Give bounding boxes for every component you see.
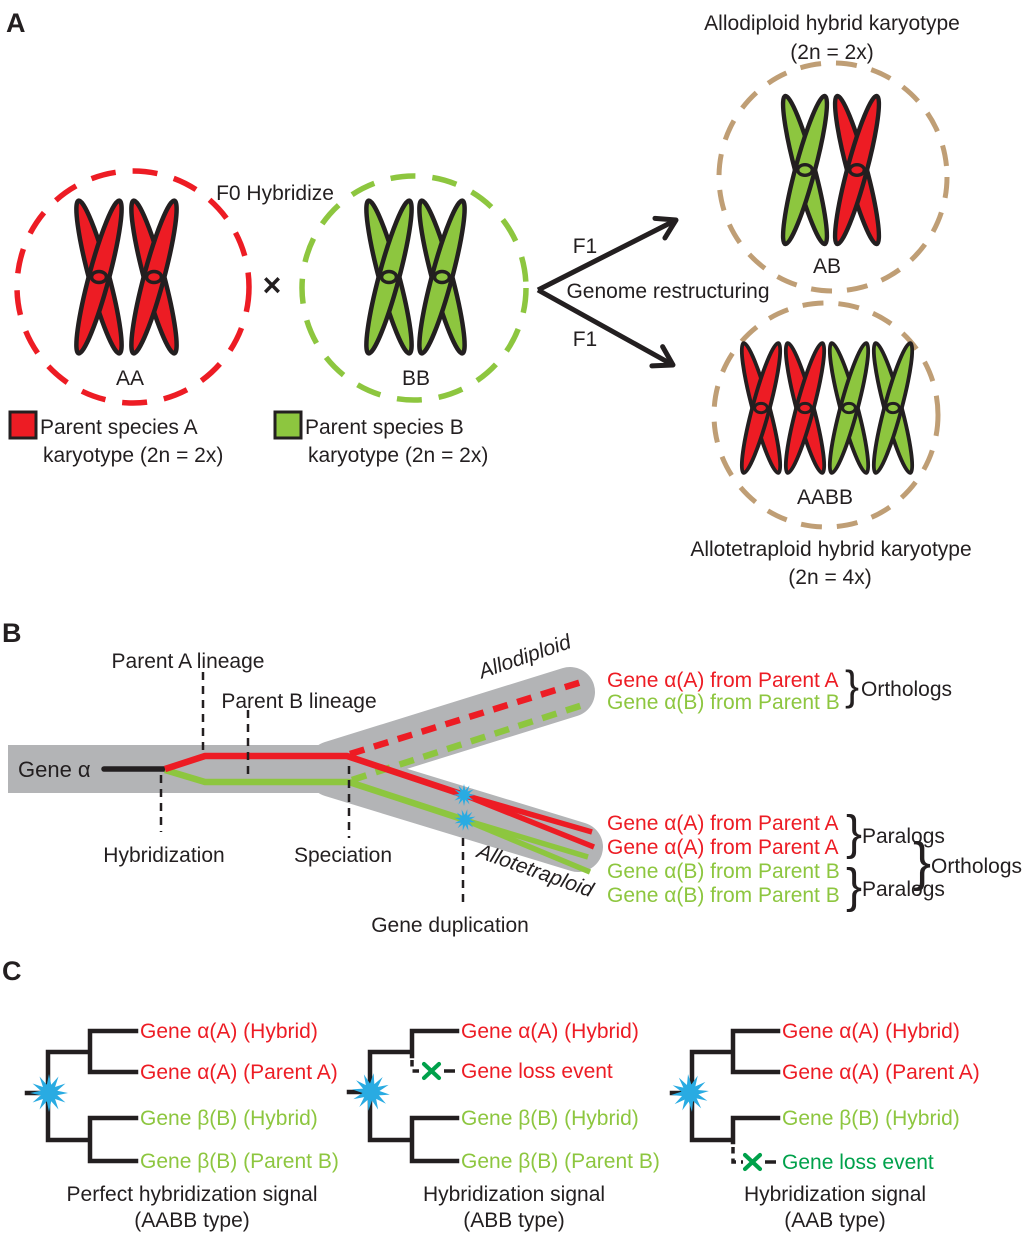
tree2-leaf3: Gene β(B) (Hybrid) bbox=[461, 1107, 639, 1130]
legend-parent-b-line2: karyotype (2n = 2x) bbox=[308, 444, 488, 467]
legend-parent-b-line1: Parent species B bbox=[305, 416, 464, 439]
chromosome-tetra-b2 bbox=[865, 339, 921, 477]
tree-aabb: Gene α(A) (Hybrid) Gene α(A) (Parent A) … bbox=[24, 1020, 339, 1232]
allotetraploid-genome-label: AABB bbox=[797, 486, 853, 509]
chromosome-parent-b-2 bbox=[412, 198, 472, 356]
parent-b-cell-circle bbox=[299, 173, 529, 403]
panel-c: C Gene α(A) (Hybrid) Gene α(A) (Parent A… bbox=[2, 956, 980, 1232]
chromosome-hybrid-a bbox=[828, 93, 886, 246]
allotetraploid-cell-circle bbox=[711, 300, 941, 530]
tetra-paralogs-a-label: Paralogs bbox=[862, 825, 945, 848]
tetra-orthologs-label: Orthologs bbox=[931, 855, 1022, 878]
genome-restructuring-label: Genome restructuring bbox=[566, 280, 769, 303]
parent-b-genome-label: BB bbox=[402, 367, 430, 390]
tree2-lost-branch-dashed bbox=[410, 1060, 422, 1073]
chromosome-hybrid-b bbox=[776, 93, 834, 246]
hybridization-label: Hybridization bbox=[103, 844, 224, 867]
gene-loss-x-icon bbox=[421, 1061, 442, 1081]
gene-b-allodiploid-dashed-line bbox=[350, 700, 588, 784]
speciation-label: Speciation bbox=[294, 844, 392, 867]
gene-loss-x-icon bbox=[742, 1152, 763, 1172]
tetra-paralogs-b-label: Paralogs bbox=[862, 878, 945, 901]
panel-a-letter: A bbox=[6, 8, 26, 38]
tree3-leaf1: Gene α(A) (Hybrid) bbox=[782, 1020, 960, 1043]
diploid-gene-b-label: Gene α(B) from Parent B bbox=[607, 691, 840, 714]
allotetraploid-lineage-band bbox=[307, 747, 603, 872]
allodiploid-cell-circle bbox=[716, 60, 950, 294]
tree1-leaf3: Gene β(B) (Hybrid) bbox=[140, 1107, 318, 1130]
allotetraploid-title: Allotetraploid hybrid karyotype bbox=[690, 538, 971, 561]
tetra-gene-a1-label: Gene α(A) from Parent A bbox=[607, 812, 839, 835]
f1-arrow-lower bbox=[536, 287, 676, 369]
gene-alpha-label: Gene α bbox=[18, 757, 91, 782]
panel-b-letter: B bbox=[2, 618, 22, 648]
parent-b-lineage-label: Parent B lineage bbox=[221, 690, 376, 713]
allodiploid-lineage-band bbox=[307, 667, 595, 791]
parent-a-genome-label: AA bbox=[116, 367, 144, 390]
chromosome-tetra-a2 bbox=[777, 339, 833, 477]
cross-symbol: × bbox=[263, 267, 282, 303]
tree3-caption-line2: (AAB type) bbox=[784, 1209, 886, 1232]
tree1-leaf4: Gene β(B) (Parent B) bbox=[140, 1150, 339, 1173]
tetra-gene-b2-label: Gene α(B) from Parent B bbox=[607, 884, 840, 907]
tree2-caption-line2: (ABB type) bbox=[463, 1209, 565, 1232]
allodiploid-subtitle: (2n = 2x) bbox=[790, 41, 873, 64]
gene-a-duplicate-2 bbox=[462, 792, 596, 850]
panel-b: B Parent A lineage Parent B lineage Gene… bbox=[2, 618, 1022, 937]
f0-hybridize-label: F0 Hybridize bbox=[216, 182, 334, 205]
diploid-orthologs-label: Orthologs bbox=[861, 678, 952, 701]
gene-a-line bbox=[163, 752, 466, 799]
tetra-gene-a2-label: Gene α(A) from Parent A bbox=[607, 836, 839, 859]
chromosome-parent-a-2 bbox=[124, 198, 184, 356]
tree2-caption-line1: Hybridization signal bbox=[423, 1183, 605, 1206]
allodiploid-genome-label: AB bbox=[813, 255, 841, 278]
chromosome-parent-a-1 bbox=[69, 198, 129, 356]
tetra-paralogs-a-brace: } bbox=[846, 807, 862, 860]
tree-abb: Gene α(A) (Hybrid) Gene loss event Gene … bbox=[346, 1020, 660, 1232]
f1-arrow-upper bbox=[536, 215, 679, 293]
gene-a-allodiploid-dashed-line bbox=[349, 676, 589, 758]
tree3-leaf3: Gene β(B) (Hybrid) bbox=[782, 1107, 960, 1130]
parent-a-lineage-label: Parent A lineage bbox=[112, 650, 265, 673]
tree1-leaf2: Gene α(A) (Parent A) bbox=[140, 1061, 338, 1084]
diploid-orthologs-brace: } bbox=[845, 662, 859, 709]
tree3-leaf4: Gene loss event bbox=[782, 1151, 934, 1174]
legend-swatch-parent-b bbox=[273, 410, 303, 440]
tetra-gene-b1-label: Gene α(B) from Parent B bbox=[607, 860, 840, 883]
diploid-gene-a-label: Gene α(A) from Parent A bbox=[607, 669, 839, 692]
chromosome-tetra-a1 bbox=[733, 339, 789, 477]
legend-parent-a-line1: Parent species A bbox=[40, 416, 198, 439]
f1-lower-label: F1 bbox=[573, 328, 598, 351]
allodiploid-title: Allodiploid hybrid karyotype bbox=[704, 12, 960, 35]
tree3-lost-branch-dashed bbox=[731, 1147, 743, 1164]
tree3-caption-line1: Hybridization signal bbox=[744, 1183, 926, 1206]
allotetraploid-subtitle: (2n = 4x) bbox=[788, 566, 871, 589]
gene-duplication-label: Gene duplication bbox=[371, 914, 529, 937]
parent-a-cell-circle bbox=[14, 168, 252, 406]
panel-a: A F0 Hybridize × AA BB F1 Genome restruc… bbox=[6, 8, 972, 589]
gene-b-line bbox=[164, 766, 467, 824]
tree1-caption-line1: Perfect hybridization signal bbox=[67, 1183, 318, 1206]
tree2-leaf1: Gene α(A) (Hybrid) bbox=[461, 1020, 639, 1043]
tree3-leaf2: Gene α(A) (Parent A) bbox=[782, 1061, 980, 1084]
gene-b-duplicate-2 bbox=[463, 817, 592, 875]
tree-aab: Gene α(A) (Hybrid) Gene α(A) (Parent A) … bbox=[669, 1020, 980, 1232]
legend-swatch-parent-a bbox=[8, 410, 38, 440]
f1-upper-label: F1 bbox=[573, 235, 598, 258]
tree1-caption-line2: (AABB type) bbox=[134, 1209, 250, 1232]
chromosome-tetra-b1 bbox=[821, 339, 877, 477]
tetra-paralogs-b-brace: } bbox=[846, 860, 862, 913]
legend-parent-a-line2: karyotype (2n = 2x) bbox=[43, 444, 223, 467]
tree1-leaf1: Gene α(A) (Hybrid) bbox=[140, 1020, 318, 1043]
hybridization-star-icon bbox=[30, 1074, 68, 1112]
tetra-orthologs-brace: } bbox=[913, 832, 931, 892]
tree2-leaf4: Gene β(B) (Parent B) bbox=[461, 1150, 660, 1173]
panel-c-letter: C bbox=[2, 956, 22, 986]
chromosome-parent-b-1 bbox=[359, 198, 419, 356]
tree2-leaf2: Gene loss event bbox=[461, 1060, 613, 1083]
